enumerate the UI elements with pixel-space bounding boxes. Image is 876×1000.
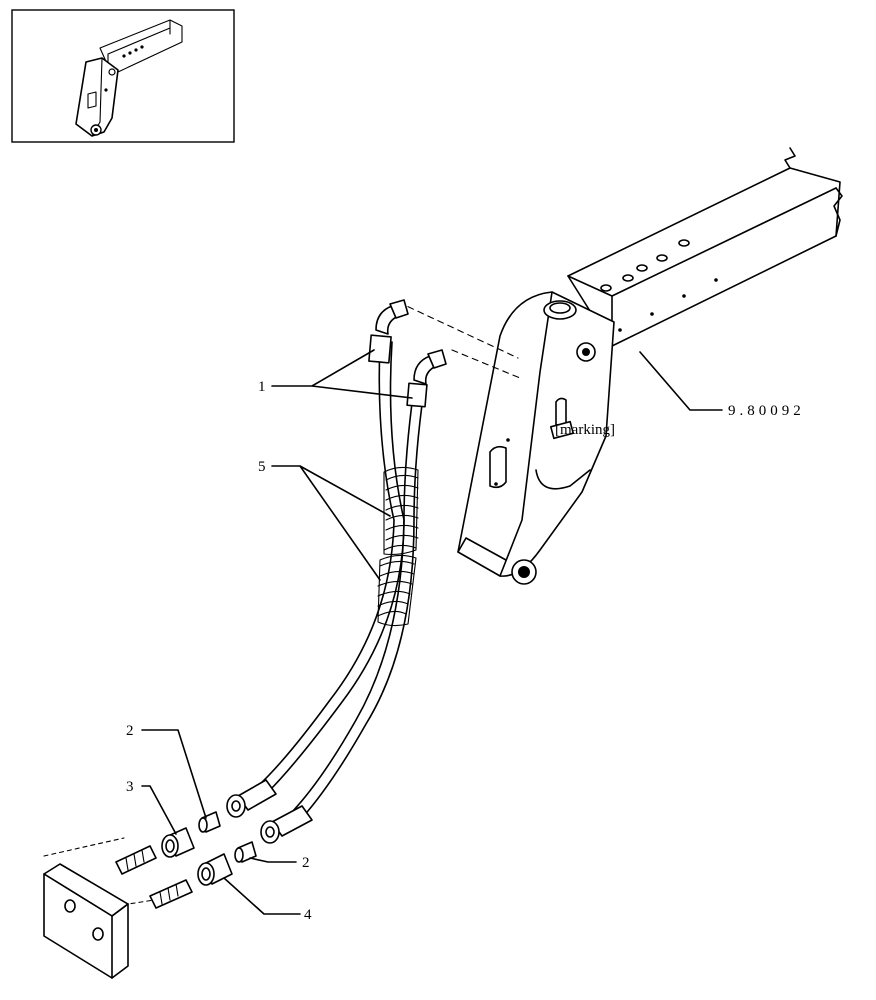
callout-2-upper-label: 2 [126,723,134,739]
locator-thumbnail [11,9,235,143]
callout-2-upper: 2 [126,723,207,819]
adapter-2-upper [198,811,221,833]
frame-beam [567,147,843,347]
callout-5: 5 [258,459,391,581]
arm-bracket: [marking] [457,291,615,585]
hose-end-b [260,805,313,844]
coupler-3 [161,827,195,858]
mounting-plate [43,863,129,979]
frame-plate-text: [marking] [555,422,615,438]
spiral-wrap [377,466,419,627]
quick-coupler-lower [149,879,193,909]
hose-end-a [226,779,277,818]
callout-2-lower-label: 2 [302,855,310,871]
callout-2-lower: 2 [249,855,310,871]
callout-4-label: 4 [304,907,312,923]
callout-3: 3 [126,779,177,835]
adapter-2-lower [234,841,257,863]
callout-3-label: 3 [126,779,134,795]
quick-coupler-upper [115,845,157,875]
callout-4: 4 [223,877,312,923]
callout-ref: 9.80092 [639,351,805,419]
hose-assembly [226,299,447,844]
callout-1: 1 [258,349,413,399]
elbow-fitting-a [368,299,409,364]
callout-1-label: 1 [258,379,266,395]
elbow-fitting-b [406,349,447,408]
reference-label: 9.80092 [728,403,805,419]
beam-holes [600,239,718,332]
coupler-4 [197,853,233,886]
callout-5-label: 5 [258,459,266,475]
